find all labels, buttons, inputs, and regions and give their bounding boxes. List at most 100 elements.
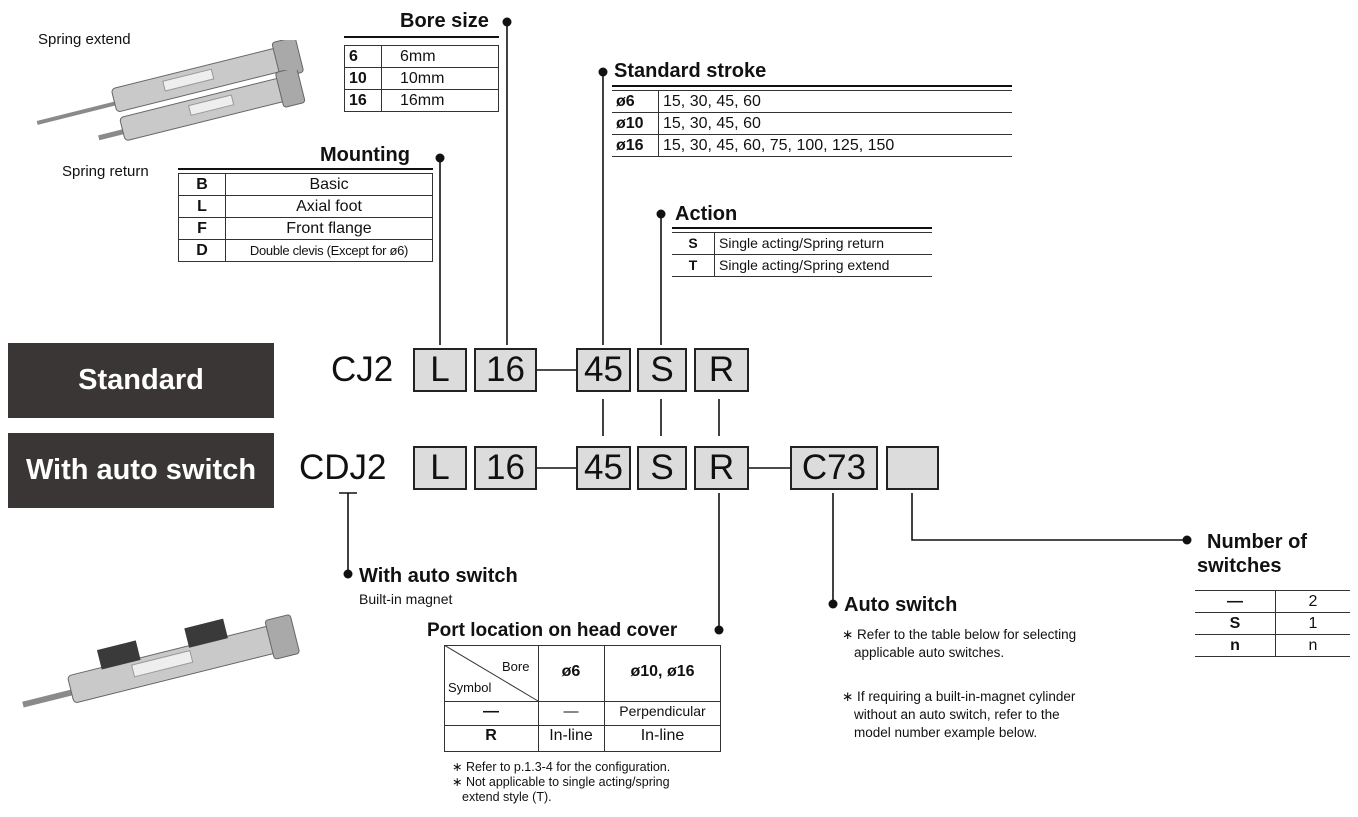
mounting-code-box: L: [413, 446, 467, 490]
port-row-symbol: —: [483, 703, 499, 720]
standard-model-prefix: CJ2: [331, 350, 394, 389]
title-line: Number of: [1207, 531, 1307, 553]
port-location-title: Port location on head cover: [427, 620, 678, 641]
switch-count-value: n: [1275, 634, 1350, 657]
auto-switch-cylinder-image: [22, 614, 300, 708]
mounting-code-box: L: [413, 348, 467, 392]
port-col-10-16: ø10, ø16: [630, 663, 695, 680]
with-auto-switch-title: With auto switch: [359, 565, 518, 587]
port-row-value: In-line: [549, 727, 593, 744]
bore-size-title: Bore size: [400, 10, 489, 32]
spring-return-cylinder-image: [98, 70, 306, 141]
auto-switch-notes: ∗ Refer to the table below for selecting…: [842, 626, 1076, 742]
mounting-value: Basic: [225, 173, 433, 196]
port-row-symbol: R: [485, 727, 497, 744]
switch-count-code: —: [1195, 590, 1276, 613]
port-location-notes: ∗ Refer to p.1.3-4 for the configuration…: [452, 760, 670, 805]
port-row-value: —: [563, 703, 579, 720]
switch-code-box: C73: [790, 446, 878, 490]
title-line: switches: [1197, 555, 1282, 577]
stroke-code-box: 45: [576, 446, 631, 490]
spring-extend-caption: Spring extend: [38, 31, 131, 48]
auto-switch-model-prefix: CDJ2: [299, 448, 387, 487]
mounting-value: Double clevis (Except for ø6): [225, 239, 433, 262]
mounting-title: Mounting: [320, 144, 410, 166]
note: ∗ Refer to p.1.3-4 for the configuration…: [452, 760, 671, 774]
mounting-code: D: [178, 239, 226, 262]
mounting-code: L: [178, 195, 226, 218]
port-col-6: ø6: [561, 663, 581, 680]
action-code-box: S: [637, 348, 687, 392]
note: ∗ If requiring a built-in-magnet cylinde…: [842, 689, 1076, 704]
note: model number example below.: [854, 725, 1038, 740]
bore-value: 6mm: [381, 45, 499, 68]
stroke-values: 15, 30, 45, 60, 75, 100, 125, 150: [658, 134, 1012, 157]
action-value: Single acting/Spring extend: [714, 254, 932, 277]
switch-count-value: 2: [1275, 590, 1350, 613]
bore-code: 10: [344, 67, 382, 90]
mounting-code: F: [178, 217, 226, 240]
stroke-bore: ø16: [612, 134, 659, 157]
port-row-value: Perpendicular: [619, 703, 706, 719]
bore-code-box: 16: [474, 446, 537, 490]
spring-extend-cylinder-image: [36, 40, 304, 125]
note: without an auto switch, refer to the: [854, 707, 1060, 722]
switch-count-code: S: [1195, 612, 1276, 635]
with-auto-switch-subtitle: Built-in magnet: [359, 591, 453, 607]
switch-count-value: 1: [1275, 612, 1350, 635]
port-row-value: In-line: [640, 727, 685, 744]
mounting-value: Axial foot: [225, 195, 433, 218]
with-auto-switch-label: With auto switch: [8, 433, 274, 508]
action-code-box: S: [637, 446, 687, 490]
bore-value: 10mm: [381, 67, 499, 90]
auto-switch-title: Auto switch: [844, 594, 958, 616]
bore-code: 6: [344, 45, 382, 68]
switch-count-box: [886, 446, 939, 490]
standard-label: Standard: [8, 343, 274, 418]
spring-return-caption: Spring return: [62, 163, 149, 180]
bore-code: 16: [344, 89, 382, 112]
mounting-value: Front flange: [225, 217, 433, 240]
table-row: —2: [1195, 590, 1350, 613]
number-of-switches-title: Number of switches: [1197, 530, 1307, 578]
stroke-code-box: 45: [576, 348, 631, 392]
stroke-bore: ø10: [612, 112, 659, 135]
note: ∗ Not applicable to single acting/spring: [452, 775, 670, 789]
action-code: S: [672, 232, 715, 255]
stroke-bore: ø6: [612, 90, 659, 113]
port-code-box: R: [694, 348, 749, 392]
port-code-box: R: [694, 446, 749, 490]
standard-stroke-title: Standard stroke: [614, 60, 767, 82]
stroke-values: 15, 30, 45, 60: [658, 90, 1012, 113]
mounting-code: B: [178, 173, 226, 196]
action-title: Action: [675, 203, 738, 225]
action-value: Single acting/Spring return: [714, 232, 932, 255]
note: extend style (T).: [462, 790, 552, 804]
port-header-bore: Bore: [502, 659, 530, 674]
port-header-symbol: Symbol: [448, 680, 492, 695]
stroke-values: 15, 30, 45, 60: [658, 112, 1012, 135]
switch-count-code: n: [1195, 634, 1276, 657]
action-code: T: [672, 254, 715, 277]
note: applicable auto switches.: [854, 645, 1005, 660]
